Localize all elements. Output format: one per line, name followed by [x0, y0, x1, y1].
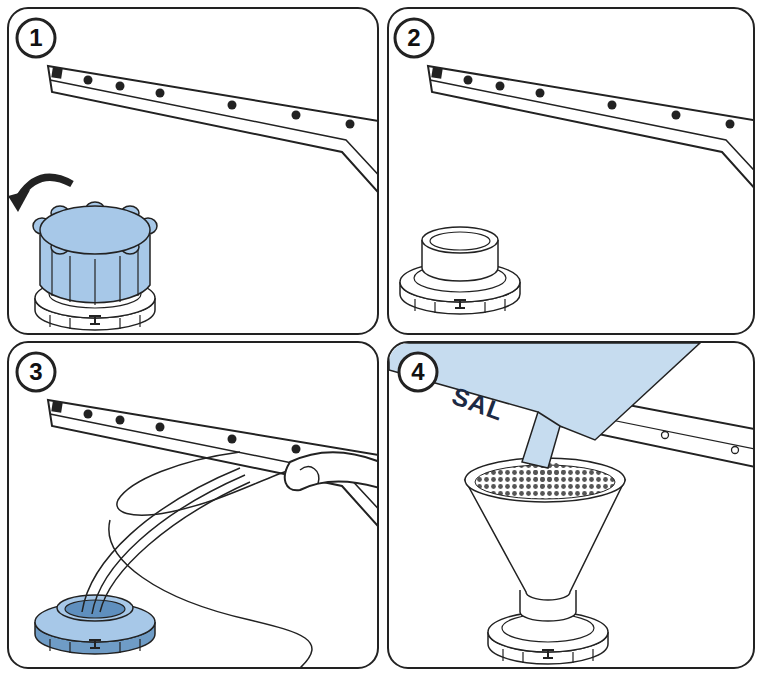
number-circle: [395, 19, 433, 57]
panel-frame: [8, 8, 378, 334]
panel-three-art: [35, 400, 377, 667]
step-number: 3: [29, 360, 42, 384]
number-circle: [17, 353, 55, 391]
panel-two-art: [400, 66, 753, 314]
panel-one-art: [9, 66, 377, 330]
number-circle: [399, 353, 437, 391]
step-number: 4: [411, 360, 424, 384]
panel-four-art: [389, 343, 753, 664]
step-number: 2: [407, 26, 420, 50]
panel-frame: [388, 342, 754, 668]
panel-frame: [388, 8, 754, 334]
step-number: 1: [29, 26, 42, 50]
number-circle: [17, 19, 55, 57]
panel-frame: [8, 342, 378, 668]
